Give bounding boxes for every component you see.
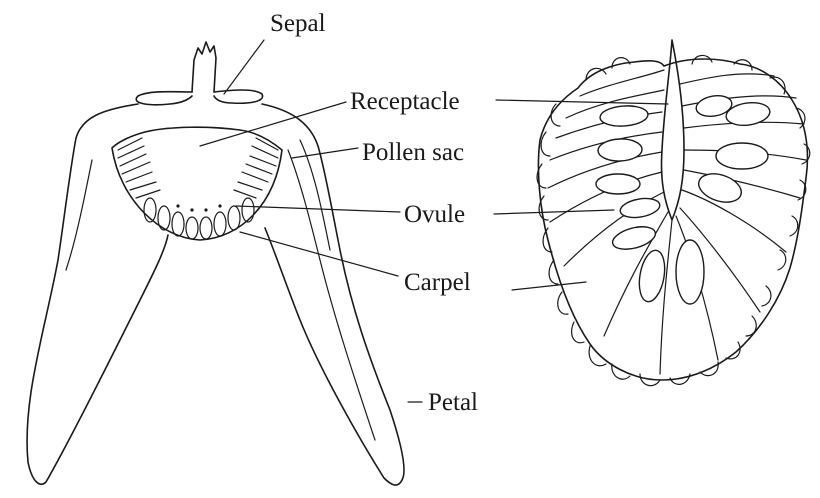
flower-longitudinal-section xyxy=(27,42,404,485)
carpel-row xyxy=(144,198,254,239)
fruit-seed xyxy=(596,174,640,194)
leader-receptacle-right xyxy=(496,100,668,104)
carpel xyxy=(172,212,184,236)
leader-ovule-right xyxy=(494,210,614,214)
carpel xyxy=(186,217,198,239)
fruit-seed xyxy=(598,138,643,162)
carpel xyxy=(158,206,170,230)
ovule-dot xyxy=(176,204,179,207)
label-receptacle: Receptacle xyxy=(350,88,460,115)
fruit-seed xyxy=(610,223,658,254)
carpel xyxy=(200,217,212,239)
label-ovule: Ovule xyxy=(404,201,465,228)
leader-receptacle xyxy=(200,102,346,146)
ovule-dot xyxy=(190,208,193,211)
fruit-seed xyxy=(599,104,648,127)
fruit-edge-scallops xyxy=(537,55,810,385)
fruit-central-axis xyxy=(661,40,684,220)
carpel xyxy=(228,206,240,230)
leader-sepal xyxy=(224,40,264,94)
label-carpel: Carpel xyxy=(404,269,471,296)
leader-ovule xyxy=(236,206,400,212)
label-sepal: Sepal xyxy=(270,10,326,37)
sepal-right-lobe xyxy=(214,90,263,103)
label-petal: Petal xyxy=(428,389,478,416)
petal-outer-outline xyxy=(27,104,168,484)
fruit-section xyxy=(537,40,810,386)
fruit-seed xyxy=(636,248,669,303)
leader-pollen-sac xyxy=(292,148,358,158)
label-pollen-sac: Pollen sac xyxy=(362,139,464,166)
fruit-seed xyxy=(676,240,704,304)
carpel xyxy=(242,198,254,222)
fruit-seed xyxy=(619,196,662,221)
ovule-dot xyxy=(204,208,207,211)
carpel xyxy=(214,212,226,236)
petal-inner-right xyxy=(288,150,375,440)
leader-carpel-right xyxy=(512,282,586,290)
fruit-seed xyxy=(716,143,768,169)
sepal-tip xyxy=(192,42,216,92)
stamen-cluster-left xyxy=(118,138,160,198)
leader-carpel xyxy=(240,232,398,276)
fruit-seed xyxy=(695,169,745,207)
labels: Sepal Receptacle Pollen sac Ovule Carpel… xyxy=(270,10,478,416)
sepal-left-lobe xyxy=(136,92,192,105)
ovule-dot xyxy=(218,204,221,207)
